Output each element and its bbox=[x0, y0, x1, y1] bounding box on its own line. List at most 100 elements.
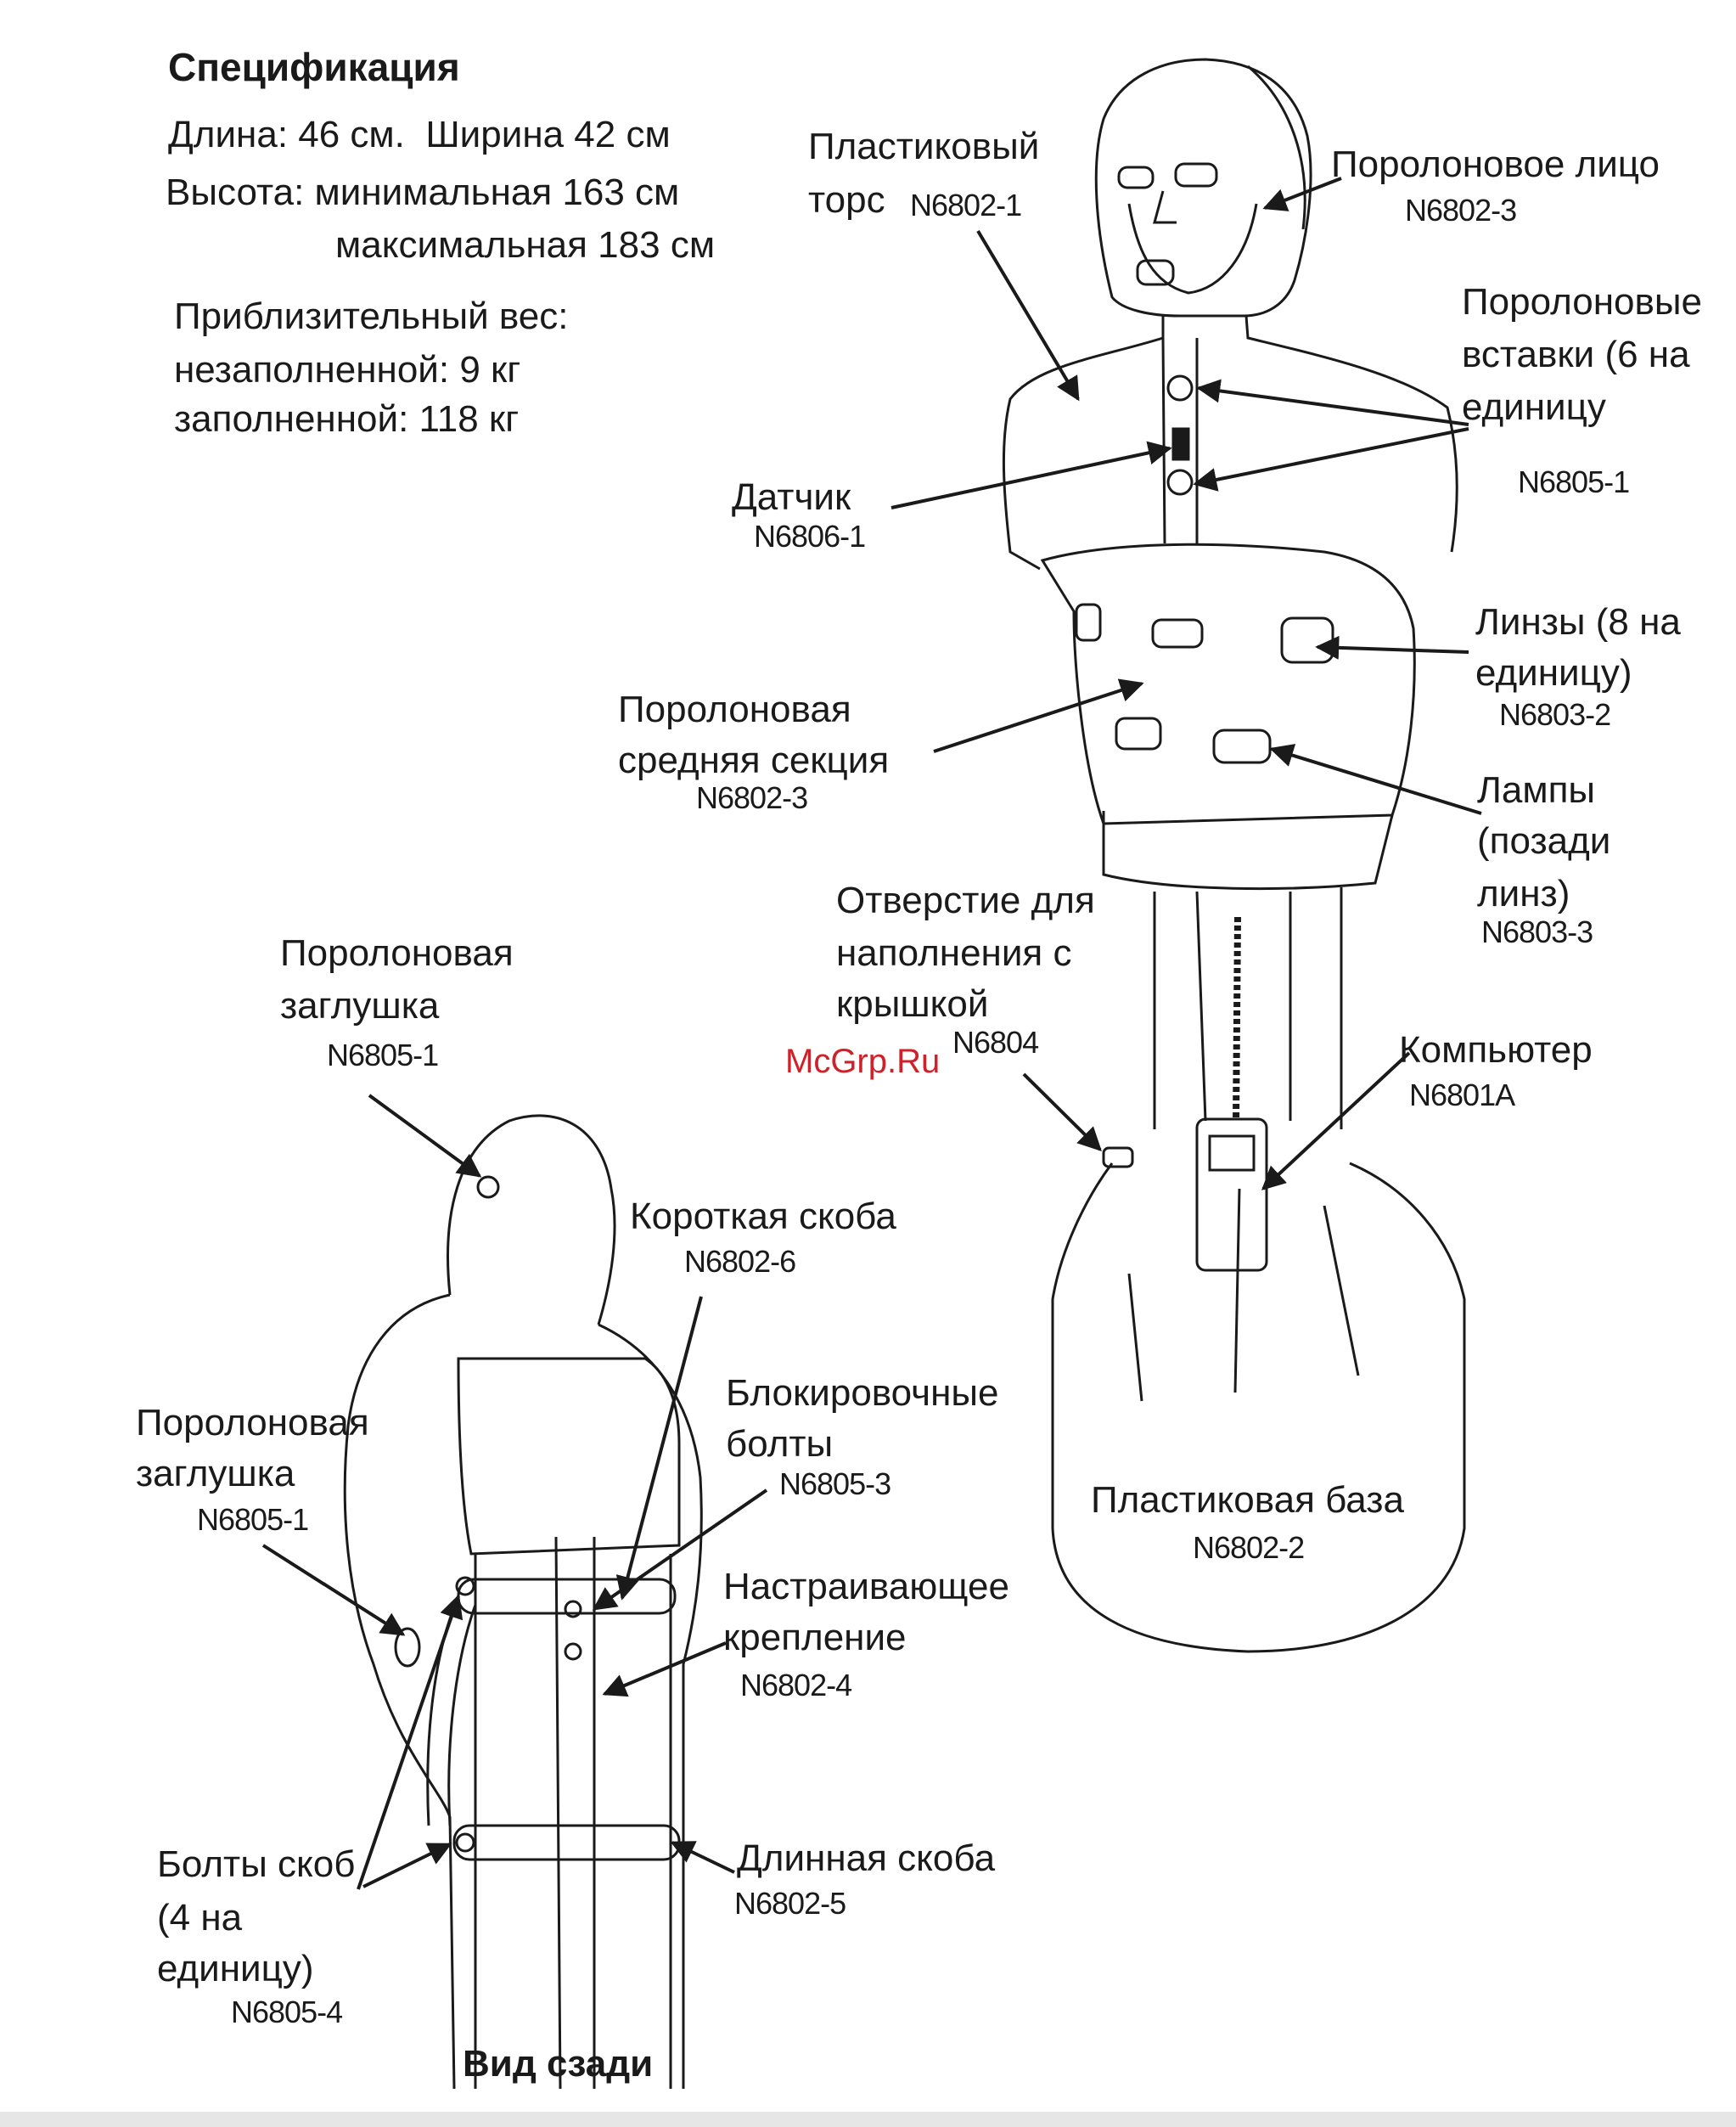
arrow-lens bbox=[1315, 635, 1469, 660]
lens-3 bbox=[1280, 616, 1334, 664]
label-lamps-1: Лампы bbox=[1477, 769, 1596, 811]
arrow-bracket-bolt-2 bbox=[362, 1843, 452, 1888]
code-lock-bolts: N6805-3 bbox=[779, 1466, 891, 1501]
code-computer: N6801A bbox=[1409, 1078, 1515, 1112]
back-plug-side bbox=[394, 1627, 421, 1668]
lock-bolt-1 bbox=[564, 1600, 582, 1618]
code-inserts: N6805-1 bbox=[1518, 464, 1630, 499]
label-mid-2: средняя секция bbox=[618, 740, 890, 781]
code-plug-top: N6805-1 bbox=[327, 1038, 439, 1072]
spec-height-max: максимальная 183 см bbox=[335, 224, 716, 266]
computer-screen bbox=[1208, 1134, 1256, 1172]
arrow-mid bbox=[933, 678, 1144, 753]
upper-insert bbox=[1166, 374, 1194, 402]
arrow-lamp bbox=[1269, 744, 1482, 815]
back-plug-top bbox=[476, 1175, 500, 1199]
front-base bbox=[1051, 1162, 1466, 1653]
label-long-bracket: Длинная скоба bbox=[737, 1837, 996, 1879]
back-panel bbox=[457, 1357, 681, 1556]
back-torso bbox=[343, 1293, 703, 2090]
label-torso-1: Пластиковый bbox=[808, 126, 1040, 167]
fill-cap bbox=[1102, 1146, 1134, 1168]
label-face: Поролоновое лицо bbox=[1331, 143, 1660, 185]
spec-title: Спецификация bbox=[168, 45, 460, 89]
face-outline bbox=[1127, 203, 1258, 295]
label-bracket-bolts-1: Болты скоб bbox=[157, 1843, 356, 1885]
arrow-long-bracket bbox=[670, 1841, 735, 1874]
arrow-fill bbox=[1022, 1072, 1102, 1151]
long-bracket bbox=[452, 1824, 681, 1861]
label-lamps-2: (позади bbox=[1477, 820, 1611, 862]
lower-insert bbox=[1166, 469, 1194, 496]
code-base: N6802-2 bbox=[1193, 1530, 1305, 1565]
arrow-short-bracket bbox=[615, 1296, 703, 1601]
arrow-torso bbox=[976, 229, 1080, 402]
label-fill-1: Отверстие для bbox=[836, 880, 1095, 921]
label-adjust-2: крепление bbox=[723, 1617, 907, 1658]
code-adjust: N6802-4 bbox=[740, 1668, 852, 1702]
code-fill: N6804 bbox=[952, 1025, 1039, 1060]
back-head bbox=[447, 1114, 616, 1325]
label-sensor: Датчик bbox=[732, 476, 851, 518]
label-inserts-2: вставки (6 на bbox=[1462, 334, 1690, 375]
eye-right bbox=[1174, 162, 1218, 188]
front-neck-shoulders bbox=[1002, 315, 1458, 571]
front-pole bbox=[1153, 887, 1343, 1129]
arrow-face bbox=[1262, 177, 1342, 211]
code-plug-side: N6805-1 bbox=[197, 1502, 309, 1537]
sensor-box bbox=[1171, 427, 1190, 461]
spec-weight-title: Приблизительный вес: bbox=[174, 295, 569, 337]
front-head-back bbox=[1247, 65, 1306, 230]
lens-1 bbox=[1075, 603, 1102, 642]
arrow-insert-upper bbox=[1196, 379, 1469, 426]
code-face: N6802-3 bbox=[1405, 193, 1517, 228]
eye-left bbox=[1117, 166, 1155, 189]
arrow-insert-lower bbox=[1193, 427, 1469, 492]
label-lock-bolts-2: болты bbox=[726, 1423, 834, 1465]
label-lenses-2: единицу) bbox=[1475, 652, 1632, 694]
label-computer: Компьютер bbox=[1399, 1029, 1593, 1071]
front-mid-section bbox=[1040, 543, 1416, 825]
label-plug-top-2: заглушка bbox=[280, 985, 440, 1027]
label-lamps-3: линз) bbox=[1477, 873, 1570, 914]
arrow-plug-top bbox=[368, 1094, 482, 1178]
back-adjuster bbox=[554, 1536, 596, 2090]
code-short-bracket: N6802-6 bbox=[684, 1244, 796, 1279]
code-torso: N6802-1 bbox=[910, 188, 1022, 222]
code-lamps: N6803-3 bbox=[1481, 914, 1593, 949]
bottom-band bbox=[0, 2112, 1736, 2127]
watermark: McGrp.Ru bbox=[785, 1043, 941, 1080]
label-lock-bolts-1: Блокировочные bbox=[726, 1372, 999, 1414]
label-inserts-3: единицу bbox=[1462, 386, 1606, 428]
code-sensor: N6806-1 bbox=[754, 519, 866, 554]
label-plug-side-2: заглушка bbox=[136, 1453, 295, 1494]
label-mid-1: Поролоновая bbox=[618, 689, 851, 730]
lock-bolt-2 bbox=[564, 1642, 582, 1661]
label-inserts-1: Поролоновые bbox=[1462, 281, 1702, 323]
bracket-bolt-1 bbox=[455, 1576, 475, 1596]
lens-5 bbox=[1212, 729, 1272, 764]
spec-length-width: Длина: 46 см. Ширина 42 см bbox=[168, 114, 671, 155]
lens-2 bbox=[1151, 618, 1204, 649]
label-plug-side-1: Поролоновая bbox=[136, 1402, 369, 1443]
code-mid: N6802-3 bbox=[696, 780, 808, 815]
label-bracket-bolts-2: (4 на bbox=[157, 1897, 243, 1938]
label-plug-top-1: Поролоновая bbox=[280, 932, 514, 974]
arrow-adjuster bbox=[602, 1641, 727, 1697]
mouth-insert bbox=[1136, 259, 1175, 286]
computer-unit bbox=[1195, 1117, 1268, 1272]
arrow-bracket-bolt-1 bbox=[357, 1594, 463, 1890]
label-base: Пластиковая база bbox=[1091, 1479, 1404, 1521]
code-lenses: N6803-2 bbox=[1499, 697, 1611, 732]
front-chest-line bbox=[1161, 337, 1199, 544]
arrow-lock-bolts bbox=[592, 1488, 768, 1611]
front-cable bbox=[1233, 916, 1241, 1122]
front-base-inner bbox=[1127, 1188, 1360, 1402]
spec-weight-empty: незаполненной: 9 кг bbox=[174, 349, 521, 391]
label-adjust-1: Настраивающее bbox=[723, 1566, 1009, 1607]
rear-view-caption: Вид сзади bbox=[463, 2043, 654, 2085]
front-head-outline bbox=[1094, 58, 1312, 318]
front-waist-band bbox=[1102, 811, 1394, 891]
lens-4 bbox=[1115, 717, 1162, 751]
